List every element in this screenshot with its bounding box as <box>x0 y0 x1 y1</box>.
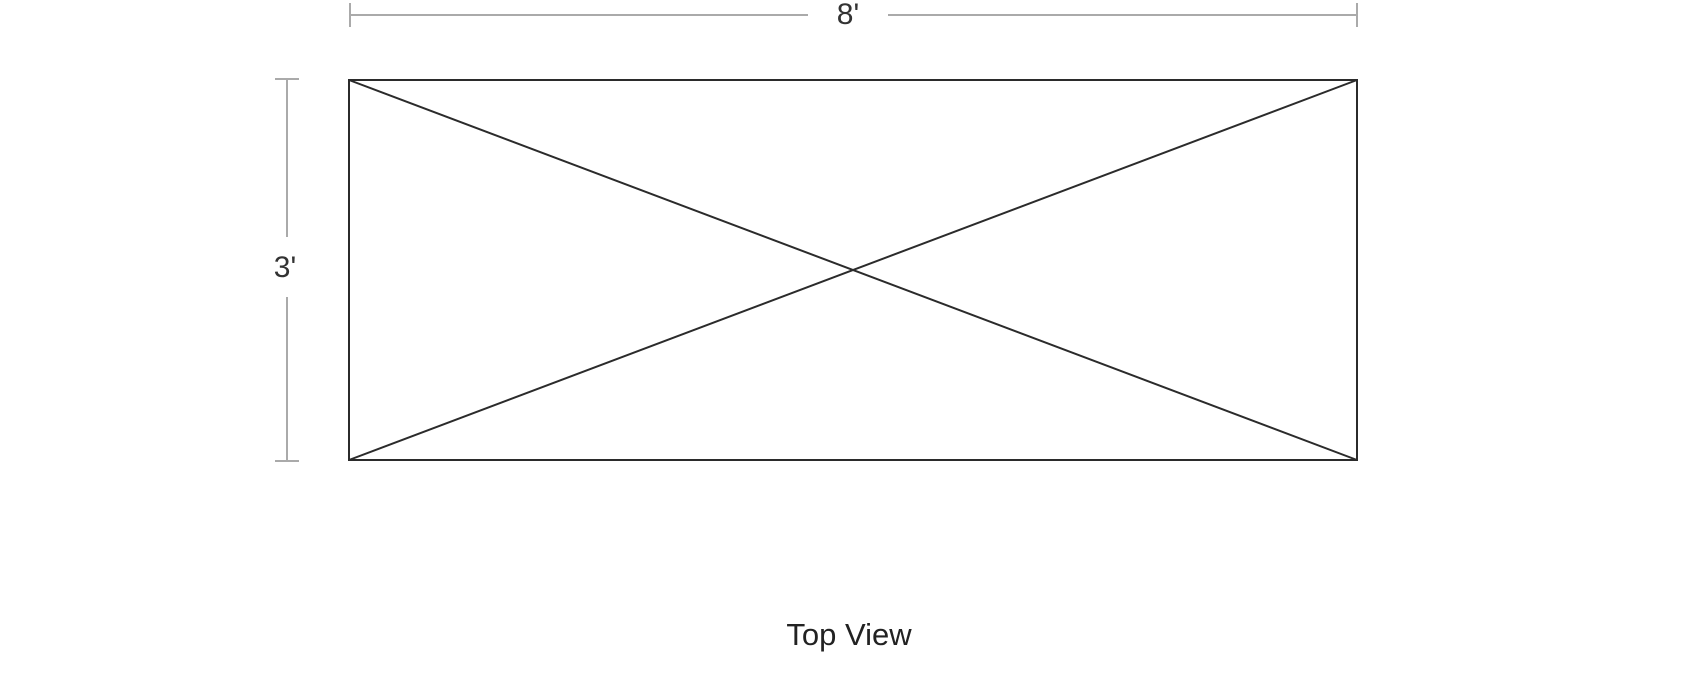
width-dimension: 8' <box>349 0 1358 31</box>
top-view-outline <box>348 79 1358 461</box>
width-dimension-label: 8' <box>837 0 859 31</box>
depth-dimension-label: 3' <box>274 251 296 284</box>
view-caption: Top View <box>786 617 912 652</box>
table-top-rect <box>348 79 1358 461</box>
depth-dimension: 3' <box>274 78 299 462</box>
diagonal-line-2 <box>348 79 1358 461</box>
